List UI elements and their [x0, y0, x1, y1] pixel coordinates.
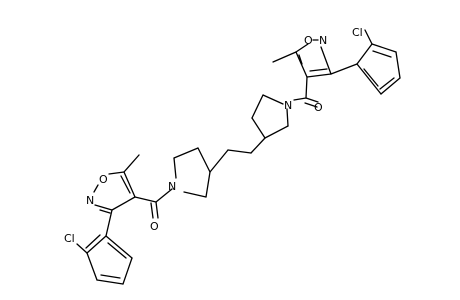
bottom-chlorophenyl-ring — [85, 209, 133, 285]
bond — [105, 235, 133, 259]
atom-label-n-ring-top: N — [319, 34, 327, 47]
bond — [371, 43, 397, 53]
bond — [197, 147, 211, 173]
bond — [99, 209, 111, 214]
bond — [94, 204, 113, 211]
bond — [306, 73, 332, 78]
bond — [108, 171, 125, 175]
bond — [107, 242, 127, 259]
bond — [251, 94, 264, 119]
bond — [286, 108, 289, 127]
bond — [111, 196, 136, 211]
bond — [93, 184, 99, 193]
bond — [105, 209, 113, 237]
top-pyrrolidine-ring — [251, 94, 289, 139]
atom-label-o-ring-top: O — [304, 34, 313, 47]
propyl-linker — [209, 137, 266, 173]
bottom-isoxazole-ring — [93, 171, 136, 214]
bond — [100, 274, 121, 279]
bond — [122, 257, 133, 285]
atom-label-n-ring-bottom: N — [86, 194, 94, 207]
top-carbonyl-double-bond-a — [305, 97, 319, 103]
bond — [309, 68, 328, 72]
atom-label-o-carbonyl-bottom: O — [150, 220, 159, 233]
bottom-pyrrolidine-ring — [173, 147, 211, 198]
top-chloro-bond — [364, 29, 373, 45]
top-carbonyl-double-bond-b — [304, 102, 318, 108]
bond — [85, 234, 101, 249]
atom-label-cl-top: Cl — [352, 26, 363, 39]
bond — [363, 68, 379, 87]
bond — [205, 171, 211, 198]
atom-label-n-amide-bottom: N — [168, 180, 176, 193]
bond — [372, 50, 392, 58]
top-chlorophenyl-ring — [330, 43, 401, 95]
bond — [295, 43, 309, 53]
atom-label-cl-bottom: Cl — [64, 232, 75, 245]
bottom-methyl-bond — [123, 154, 140, 173]
bond — [173, 157, 177, 179]
bond — [209, 149, 229, 173]
bond — [227, 149, 252, 154]
bond — [173, 147, 199, 159]
bottom-amide-bond — [155, 188, 173, 203]
bond — [330, 63, 358, 75]
bond — [298, 54, 303, 65]
bond — [251, 117, 266, 139]
bond — [320, 46, 332, 75]
atom-label-n-amide-top: N — [284, 99, 292, 112]
bottom-carbonyl-double-bond-b — [150, 202, 154, 219]
bond — [379, 77, 395, 90]
bond — [356, 43, 373, 65]
bond — [295, 51, 308, 78]
bond — [86, 252, 98, 281]
atom-label-o-ring-bottom: O — [99, 173, 108, 186]
bond — [120, 175, 131, 194]
bond — [380, 77, 401, 95]
bond — [86, 235, 107, 254]
top-carbonyl-attach-bond — [305, 76, 308, 99]
top-isoxazole-ring — [295, 39, 332, 78]
bond — [123, 171, 136, 198]
bond — [262, 94, 284, 105]
bond — [250, 137, 266, 154]
top-methyl-bond — [272, 51, 297, 63]
bond — [96, 279, 124, 285]
bond — [183, 191, 207, 198]
bottom-chloro-bond — [76, 243, 88, 254]
atom-label-o-carbonyl-top: O — [314, 101, 323, 114]
bottom-carbonyl-double-bond-a — [155, 201, 159, 219]
bond — [356, 63, 382, 95]
top-amide-bond — [293, 97, 307, 101]
bond — [395, 51, 401, 79]
bond — [264, 125, 289, 139]
bottom-carbonyl-attach-bond — [134, 196, 157, 203]
